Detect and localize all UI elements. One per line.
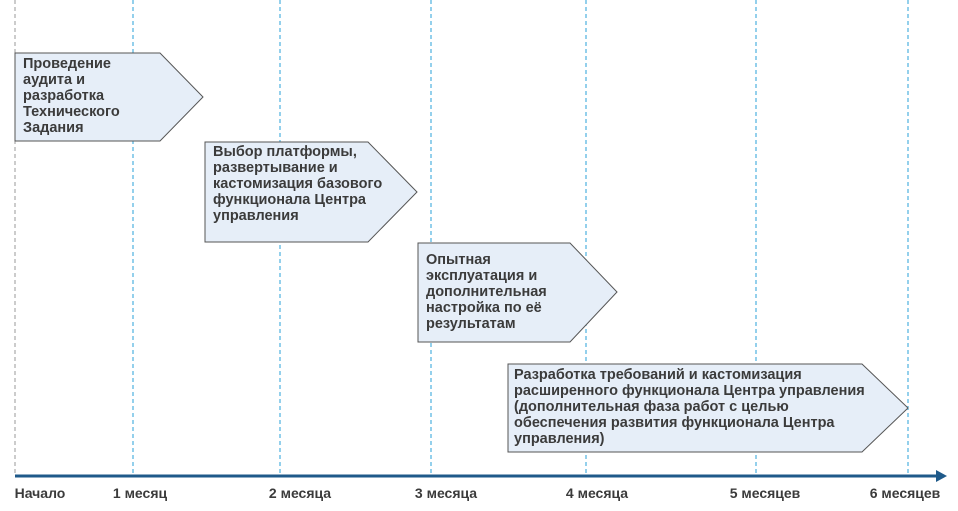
label-month-4: 4 месяца — [565, 485, 629, 501]
phase-3-arrow — [417, 242, 618, 343]
label-month-2: 2 месяца — [268, 485, 332, 501]
label-start: Начало — [14, 485, 66, 501]
phase-3-text: Опытная эксплуатация и дополнительная на… — [426, 252, 547, 332]
phase-2-text: Выбор платформы, развертывание и кастоми… — [213, 144, 383, 224]
phase-4-text: Разработка требований и кастомизация рас… — [514, 367, 865, 447]
label-month-3: 3 месяца — [414, 485, 478, 501]
label-month-6: 6 месяцев — [869, 485, 941, 501]
axis-arrowhead — [936, 470, 947, 482]
phase-1-arrow — [14, 52, 204, 142]
phase-4-arrow — [507, 363, 909, 453]
phase-1-text: Проведение аудита и разработка Техническ… — [23, 56, 120, 136]
label-month-1: 1 месяц — [112, 485, 168, 501]
label-month-5: 5 месяцев — [729, 485, 801, 501]
phase-2-arrow — [204, 141, 418, 243]
